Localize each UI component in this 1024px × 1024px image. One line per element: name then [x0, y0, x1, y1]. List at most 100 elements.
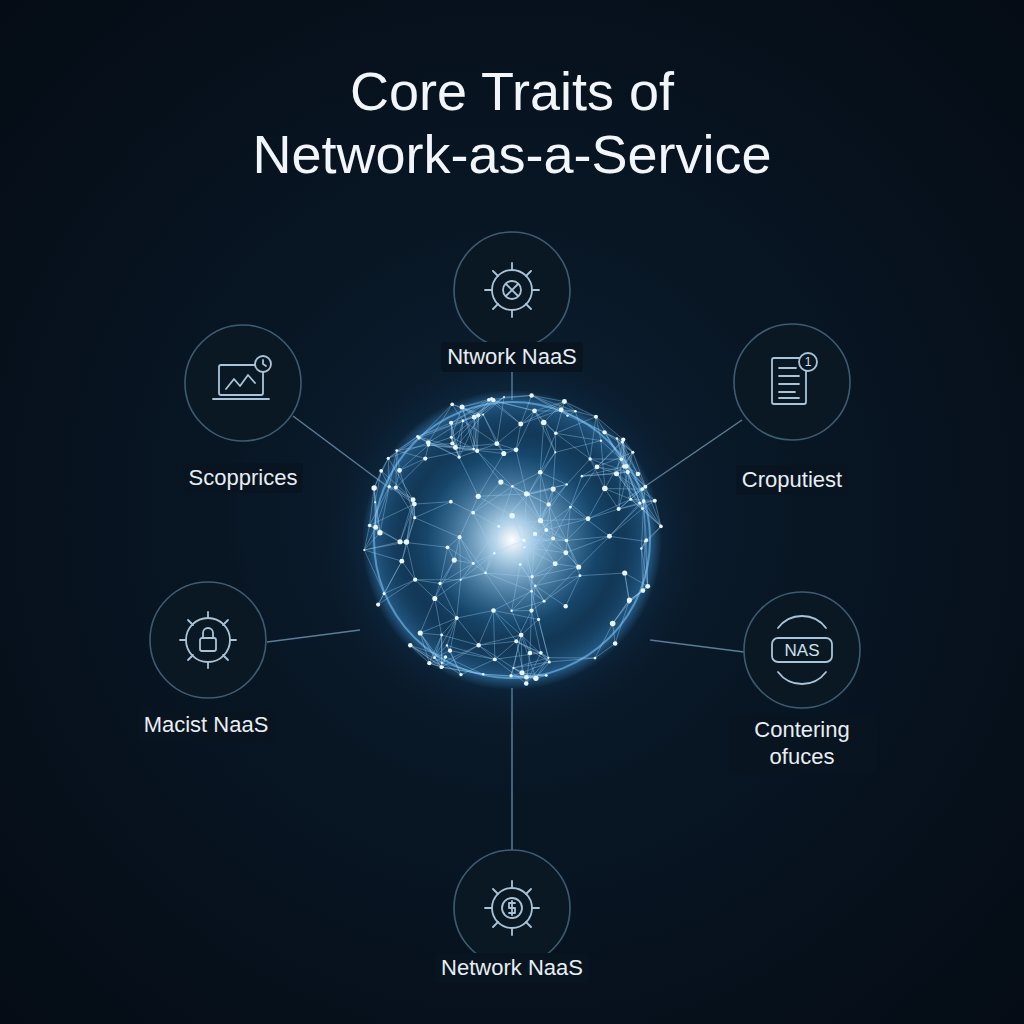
mesh-line: [457, 580, 461, 618]
mesh-line: [418, 423, 451, 437]
mesh-line: [397, 451, 400, 471]
mesh-line: [567, 459, 590, 484]
mesh-line: [477, 416, 479, 451]
mesh-dot: [482, 673, 485, 676]
mesh-dot: [491, 608, 496, 613]
mesh-line: [516, 641, 549, 662]
mesh-dot: [610, 621, 616, 627]
mesh-dot: [450, 436, 453, 439]
mesh-dot: [397, 468, 402, 473]
mesh-line: [595, 643, 615, 658]
mesh-line: [479, 635, 521, 645]
mesh-dot: [641, 588, 646, 593]
mesh-line: [441, 645, 478, 667]
mesh-dot: [460, 404, 465, 409]
mesh-line: [400, 459, 426, 471]
mesh-line: [532, 395, 565, 401]
mesh-dot: [617, 507, 621, 511]
mesh-dot: [581, 475, 584, 478]
mesh-line: [532, 567, 579, 577]
mesh-dot: [644, 538, 648, 542]
mesh-dot: [441, 662, 443, 664]
mesh-dot: [554, 451, 556, 453]
mesh-line: [544, 402, 565, 423]
mesh-line: [364, 550, 384, 594]
mesh-line: [493, 610, 516, 641]
mesh-line: [526, 658, 548, 684]
mesh-dot: [416, 435, 419, 438]
mesh-line: [588, 489, 605, 519]
mesh-dot: [394, 486, 398, 490]
mesh-line: [521, 635, 549, 662]
mesh-line: [381, 471, 389, 487]
mesh-line: [575, 411, 590, 459]
mesh-line: [629, 586, 647, 600]
mesh-line: [450, 651, 461, 675]
mesh-line: [450, 618, 457, 651]
mesh-dot: [509, 674, 512, 677]
mesh-dot: [538, 470, 543, 475]
mesh-line: [548, 657, 595, 658]
mesh-dot: [528, 651, 532, 655]
mesh-line: [512, 611, 530, 653]
mesh-line: [570, 467, 597, 507]
mesh-line: [566, 536, 609, 540]
mesh-dot: [602, 486, 608, 492]
mesh-dot: [565, 483, 567, 485]
mesh-line: [364, 550, 402, 561]
mesh-dot: [458, 535, 462, 539]
mesh-line: [580, 573, 625, 576]
mesh-line: [513, 635, 521, 668]
mesh-dot: [626, 470, 630, 474]
mesh-line: [520, 530, 546, 565]
mesh-dot: [493, 657, 497, 661]
mesh-dot: [498, 479, 503, 484]
mesh-dot: [383, 592, 386, 595]
mesh-line: [555, 441, 601, 453]
mesh-line: [364, 525, 369, 550]
mesh-dot: [638, 501, 641, 504]
mesh-dot: [514, 639, 518, 643]
mesh-dot: [565, 539, 569, 543]
mesh-line: [428, 437, 451, 445]
mesh-line: [434, 618, 456, 658]
mesh-line: [535, 411, 556, 433]
mesh-line: [521, 411, 535, 424]
mesh-dot: [519, 670, 524, 675]
badge-number: 1: [805, 356, 812, 368]
mesh-line: [544, 422, 556, 452]
mesh-dot: [413, 516, 416, 519]
mesh-dot: [376, 602, 380, 606]
mesh-line: [645, 526, 661, 541]
mesh-dot: [395, 449, 398, 452]
mesh-dot: [640, 487, 644, 491]
icon-circles: [150, 232, 860, 966]
mesh-dot: [438, 582, 441, 585]
mesh-line: [494, 540, 523, 553]
mesh-dot: [446, 644, 448, 646]
mesh-dot: [527, 493, 530, 496]
mesh-dot: [453, 445, 458, 450]
mesh-line: [370, 525, 400, 541]
mesh-line: [553, 507, 570, 538]
mesh-line: [474, 448, 516, 450]
mesh-line: [461, 553, 495, 580]
mesh-line: [535, 576, 580, 586]
mesh-line: [625, 573, 648, 586]
mesh-line: [389, 451, 397, 487]
mesh-line: [516, 641, 541, 653]
mesh-dot: [594, 415, 598, 419]
mesh-line: [428, 404, 452, 442]
mesh-dot: [600, 439, 602, 441]
mesh-dot: [574, 410, 577, 413]
mesh-dot: [524, 681, 529, 686]
mesh-dot: [397, 539, 402, 544]
mesh-dot: [440, 634, 443, 637]
mesh-line: [640, 503, 661, 526]
mesh-line: [460, 537, 461, 580]
mesh-line: [483, 674, 511, 675]
mesh-line: [601, 441, 605, 489]
mesh-line: [605, 489, 619, 510]
mesh-dot: [547, 502, 551, 506]
mesh-line: [553, 489, 588, 519]
